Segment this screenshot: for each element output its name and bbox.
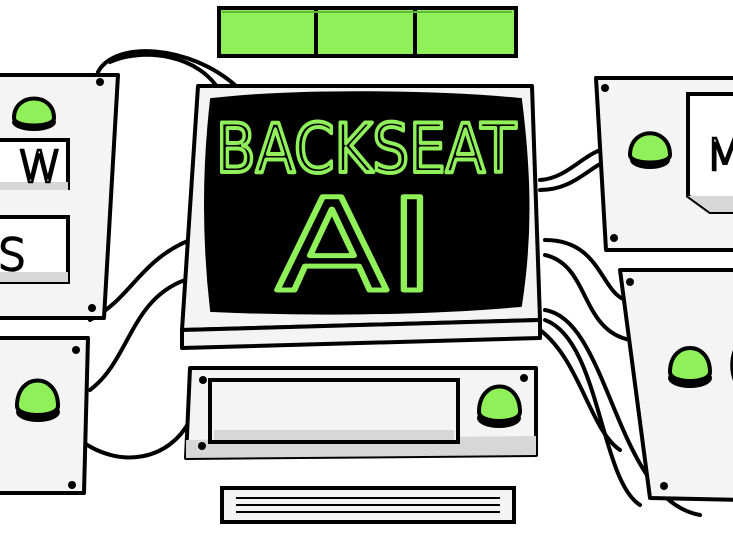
key-w-label: W [18, 142, 62, 193]
display-slot [208, 378, 460, 444]
crt-screen: BACKSEAT AI [204, 91, 530, 324]
key-m-label: M [706, 130, 733, 181]
key-w[interactable]: W [0, 138, 70, 194]
right-top-button[interactable] [627, 131, 673, 169]
crt-monitor: BACKSEAT AI [180, 84, 542, 350]
top-indicator-bar [217, 6, 518, 58]
left-top-button[interactable] [11, 96, 57, 132]
right-top-panel: M [594, 76, 733, 252]
key-s-label: S [0, 230, 26, 281]
screen-title-line2: AI [276, 172, 436, 321]
key-m[interactable]: M [686, 92, 733, 214]
screen-title-line1: BACKSEAT [216, 110, 516, 189]
left-top-panel: W S [0, 73, 120, 320]
right-bottom-panel [618, 268, 733, 502]
left-bottom-button[interactable] [14, 378, 61, 423]
lower-control-box [184, 366, 538, 460]
key-s[interactable]: S [0, 215, 70, 284]
right-bottom-button[interactable] [667, 346, 713, 388]
lower-control-button[interactable] [476, 384, 523, 429]
bottom-vent [220, 486, 516, 524]
left-bottom-panel [0, 336, 90, 495]
